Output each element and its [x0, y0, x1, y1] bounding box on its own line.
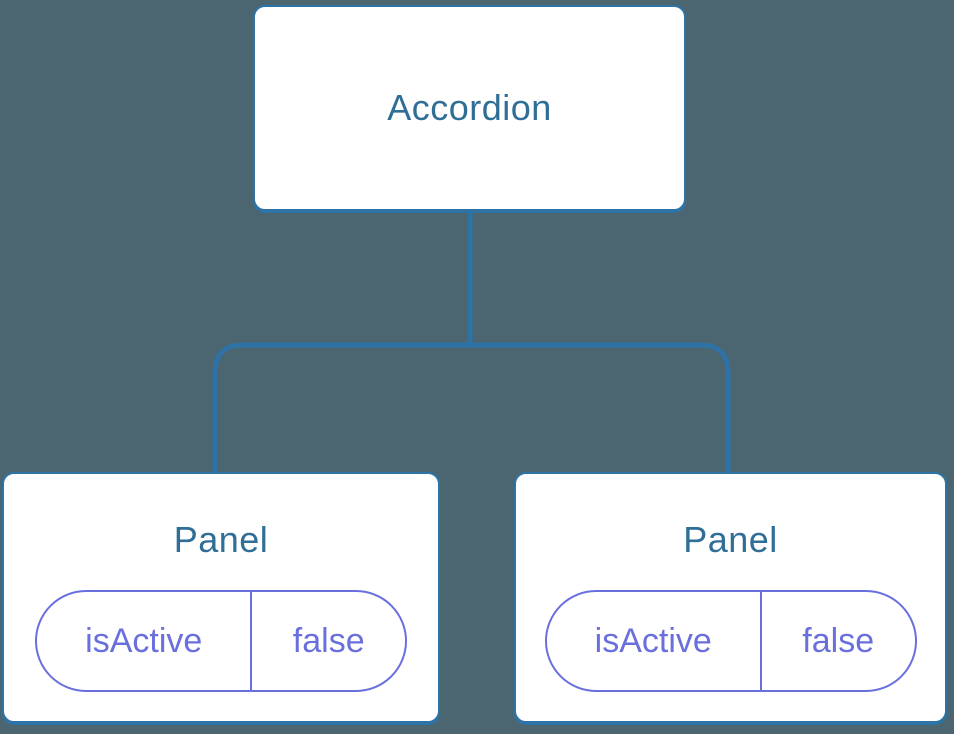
component-node-panel-left: Panel isActive false — [2, 472, 440, 723]
component-node-accordion: Accordion — [253, 5, 686, 211]
state-value-label: false — [802, 621, 875, 660]
panel-node-label: Panel — [173, 519, 269, 560]
state-key-label: isActive — [547, 592, 762, 690]
state-key-label: isActive — [37, 592, 253, 690]
accordion-node-label: Accordion — [387, 87, 552, 128]
state-pill: isActive false — [544, 590, 917, 692]
state-pill: isActive false — [35, 590, 407, 692]
component-node-panel-right: Panel isActive false — [514, 472, 947, 723]
branch-bracket-line — [212, 342, 731, 473]
panel-node-label: Panel — [683, 519, 778, 560]
state-value-label: false — [292, 621, 365, 660]
